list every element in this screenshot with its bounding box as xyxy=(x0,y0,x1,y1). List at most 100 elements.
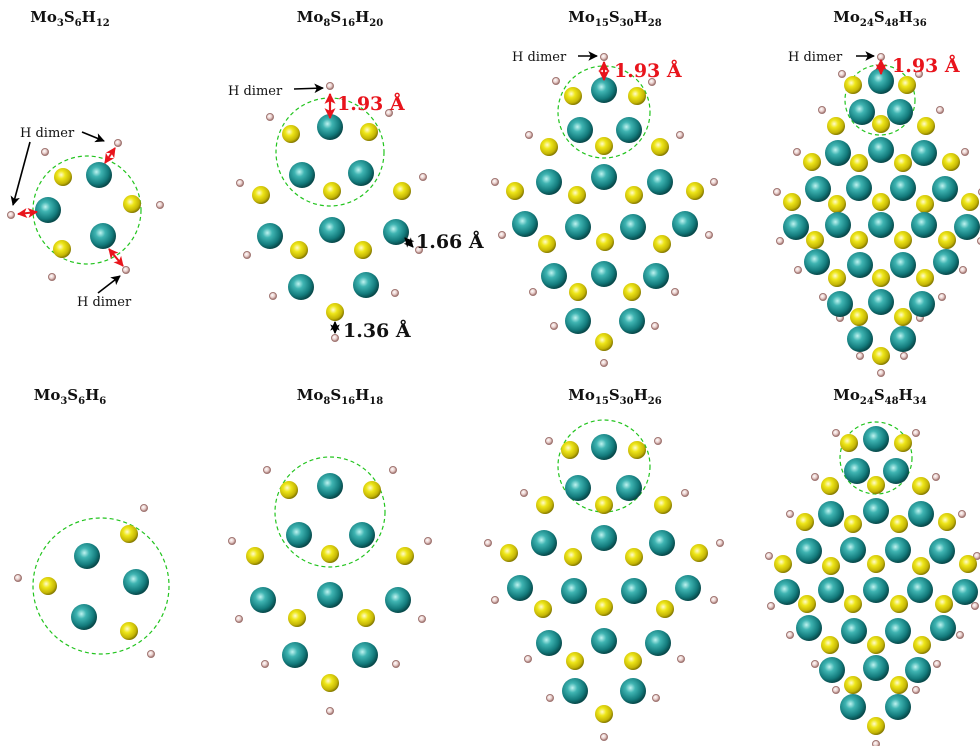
mo-atom xyxy=(562,678,588,704)
h-atom xyxy=(600,53,608,61)
mo-atom xyxy=(536,169,562,195)
s-atom xyxy=(912,557,930,575)
h-atom xyxy=(786,631,794,639)
black-arrow xyxy=(97,275,121,294)
title-mo24s48h34: Mo24S48H34 xyxy=(833,386,926,407)
mo-atom xyxy=(952,579,978,605)
title-mo8s16h18: Mo8S16H18 xyxy=(297,386,383,407)
h-atom xyxy=(114,139,122,147)
h-atom xyxy=(41,148,49,156)
mo-atom xyxy=(675,575,701,601)
s-atom xyxy=(625,548,643,566)
h-atom xyxy=(956,631,964,639)
h-atom xyxy=(915,70,923,78)
mo-atom xyxy=(282,642,308,668)
mo-atom xyxy=(349,522,375,548)
s-atom xyxy=(844,595,862,613)
mo-atom xyxy=(286,522,312,548)
mo-atom xyxy=(847,252,873,278)
h-atom xyxy=(331,334,339,342)
s-atom xyxy=(538,235,556,253)
title-mo24s48h36: Mo24S48H36 xyxy=(833,8,926,29)
title-mo3s6h6: Mo3S6H6 xyxy=(34,386,107,407)
h-atom xyxy=(977,237,980,245)
h-dimer-label-top: H dimer xyxy=(20,126,75,141)
mo-atom xyxy=(383,219,409,245)
s-atom xyxy=(867,717,885,735)
s-atom xyxy=(357,609,375,627)
h-atom xyxy=(525,131,533,139)
s-atom xyxy=(912,477,930,495)
s-atom xyxy=(596,233,614,251)
dimer-distance: 1.93 Å xyxy=(892,54,960,77)
annotations: H dimer H dimer H dimer 1.93 Å 1.66 Å 1.… xyxy=(10,50,960,342)
h-atom xyxy=(261,660,269,668)
h-atom xyxy=(961,148,969,156)
h-atom xyxy=(491,178,499,186)
mo-atom xyxy=(591,77,617,103)
s-atom xyxy=(890,676,908,694)
s-atom xyxy=(354,241,372,259)
h-atom xyxy=(389,466,397,474)
s-atom xyxy=(806,231,824,249)
h-atom xyxy=(48,273,56,281)
mo-atom xyxy=(908,501,934,527)
mo-atom xyxy=(929,538,955,564)
mo-atom xyxy=(317,473,343,499)
h-atom xyxy=(418,615,426,623)
s-atom xyxy=(282,125,300,143)
h-atom xyxy=(767,602,775,610)
s-atom xyxy=(323,182,341,200)
s-atom xyxy=(360,123,378,141)
s-atom xyxy=(913,636,931,654)
h-atom xyxy=(838,70,846,78)
h-atom xyxy=(236,179,244,187)
s-atom xyxy=(894,154,912,172)
h-atom xyxy=(959,266,967,274)
h-atom xyxy=(415,246,423,254)
s-h-distance: 1.36 Å xyxy=(343,319,411,342)
s-atom xyxy=(321,674,339,692)
mo-atom xyxy=(863,577,889,603)
h-atom xyxy=(872,740,880,746)
mo-atom xyxy=(868,212,894,238)
mo-atom xyxy=(561,578,587,604)
red-double-arrow xyxy=(17,207,38,219)
s-atom xyxy=(850,308,868,326)
s-atom xyxy=(916,195,934,213)
h-atom xyxy=(484,539,492,547)
h-atom xyxy=(156,201,164,209)
h-atom xyxy=(419,173,427,181)
s-atom xyxy=(246,547,264,565)
h-atom xyxy=(811,660,819,668)
atoms xyxy=(7,53,980,746)
h-atom xyxy=(147,650,155,658)
s-atom xyxy=(828,195,846,213)
s-atom xyxy=(844,515,862,533)
s-atom xyxy=(917,117,935,135)
s-atom xyxy=(561,441,579,459)
s-atom xyxy=(651,138,669,156)
s-atom xyxy=(624,652,642,670)
black-arrow xyxy=(10,141,31,206)
h-atom xyxy=(936,106,944,114)
s-atom xyxy=(890,595,908,613)
title-mo15s30h28: Mo15S30H28 xyxy=(568,8,661,29)
s-atom xyxy=(894,434,912,452)
s-atom xyxy=(540,138,558,156)
mo-atom xyxy=(954,214,980,240)
mo-atom xyxy=(317,114,343,140)
mo-atom xyxy=(565,475,591,501)
s-atom xyxy=(321,545,339,563)
s-atom xyxy=(120,525,138,543)
s-atom xyxy=(363,481,381,499)
s-atom xyxy=(595,137,613,155)
s-atom xyxy=(798,595,816,613)
mo-atom xyxy=(849,99,875,125)
s-atom xyxy=(252,186,270,204)
h-atom xyxy=(491,596,499,604)
mo-atom xyxy=(348,160,374,186)
mo-atom xyxy=(805,176,831,202)
mo-atom xyxy=(591,164,617,190)
